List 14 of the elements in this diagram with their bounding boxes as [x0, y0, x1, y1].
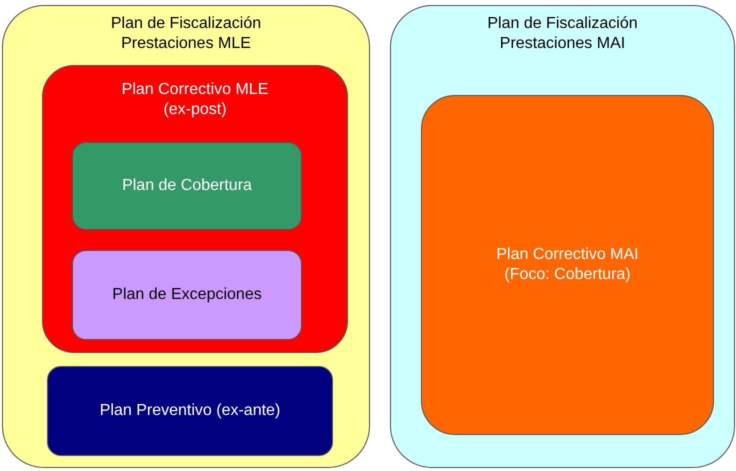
outer-panel — [2, 5, 370, 468]
process-box — [72, 142, 302, 230]
outer-panel — [390, 5, 735, 468]
process-box — [47, 366, 333, 456]
process-box — [72, 250, 302, 340]
box-label: Plan de Cobertura — [121, 176, 253, 196]
panel-title: Plan de Fiscalización Prestaciones MAI — [486, 14, 639, 54]
group-panel — [42, 65, 348, 353]
panel-title: Plan de Fiscalización Prestaciones MLE — [110, 14, 262, 54]
box-label: Plan Preventivo (ex-ante) — [98, 401, 282, 421]
box-label: Plan de Excepciones — [111, 285, 263, 305]
panel-title: Plan Correctivo MLE (ex-post) — [120, 80, 270, 120]
box-label: Plan Correctivo MAI (Foco: Cobertura) — [495, 245, 640, 285]
process-box — [421, 95, 714, 435]
